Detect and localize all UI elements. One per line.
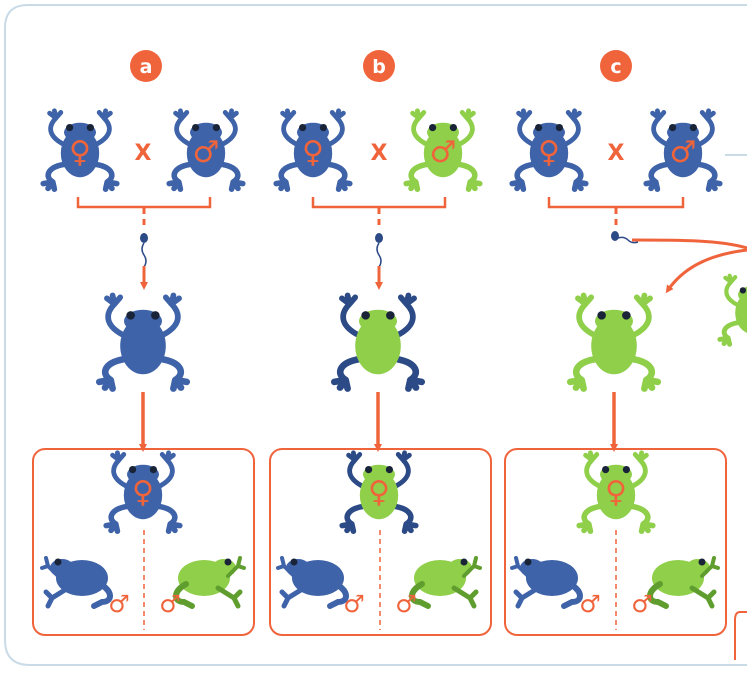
cross-symbol-b: X [371,141,388,166]
box-c-female-symbol: ♀ [605,475,627,510]
panel-label-c-badge [600,50,632,82]
panel-label-a-text: a [140,56,153,78]
bracket-b [311,197,447,209]
offspring-frog-a [99,295,186,388]
box-c-male-symbol-1: ♂ [579,590,601,618]
panel-label-c: c [600,50,632,82]
female-symbol-a: ♀ [69,135,91,170]
cross-symbol-c: X [608,141,625,166]
box-c-male-blue-frog [512,558,580,606]
panel-label-b-text: b [372,56,386,78]
box-dividers [143,530,617,630]
box-b-male-symbol-1: ♂ [343,590,365,618]
panel-label-b: b [363,50,395,82]
incoming-arrow-c [631,238,747,250]
male-symbol-b: ♂ [430,135,457,170]
cross-symbol-a: X [135,141,152,166]
brackets [76,197,685,209]
male-symbol-a: ♂ [193,135,220,170]
bracket-c [547,197,685,209]
male-symbol-c: ♂ [670,135,697,170]
result-box-a [32,448,255,636]
arrows-to-boxes [139,392,618,452]
arrows-to-offspring [140,266,383,290]
result-boxes [32,448,727,636]
box-c-male-green-frog [650,558,718,606]
sperm-connectors [142,208,618,230]
result-box-b [269,448,492,636]
panel-label-a: a [130,50,162,82]
box-a-male-symbol-1: ♂ [108,590,130,618]
box-b-male-blue-frog [278,558,346,606]
offspring-frog-b [334,295,421,388]
result-box-c [504,448,727,636]
sperm-icon-a [140,233,148,268]
box-a-male-symbol-2: ♂ [159,590,181,618]
offspring-frog-c [570,295,657,388]
box-b-female-symbol: ♀ [368,475,390,510]
partial-box-edge [734,611,747,660]
female-symbol-c: ♀ [538,135,560,170]
box-b-male-green-frog [412,558,480,606]
box-a-female-symbol: ♀ [132,475,154,510]
box-b-male-symbol-2: ♂ [395,590,417,618]
outer-frame [4,4,747,666]
partial-frog-edge [720,276,747,345]
panel-label-b-badge [363,50,395,82]
box-a-male-green-frog [176,558,244,606]
panel-label-c-text: c [610,56,621,78]
box-c-male-symbol-2: ♂ [631,590,653,618]
bracket-a [76,197,212,209]
female-symbol-b: ♀ [302,135,324,170]
panel-label-a-badge [130,50,162,82]
curved-arrow-c [665,248,747,294]
sperm-icon-c [611,231,639,244]
box-a-male-blue-frog [42,558,110,606]
sperm-icon-b [375,233,383,268]
